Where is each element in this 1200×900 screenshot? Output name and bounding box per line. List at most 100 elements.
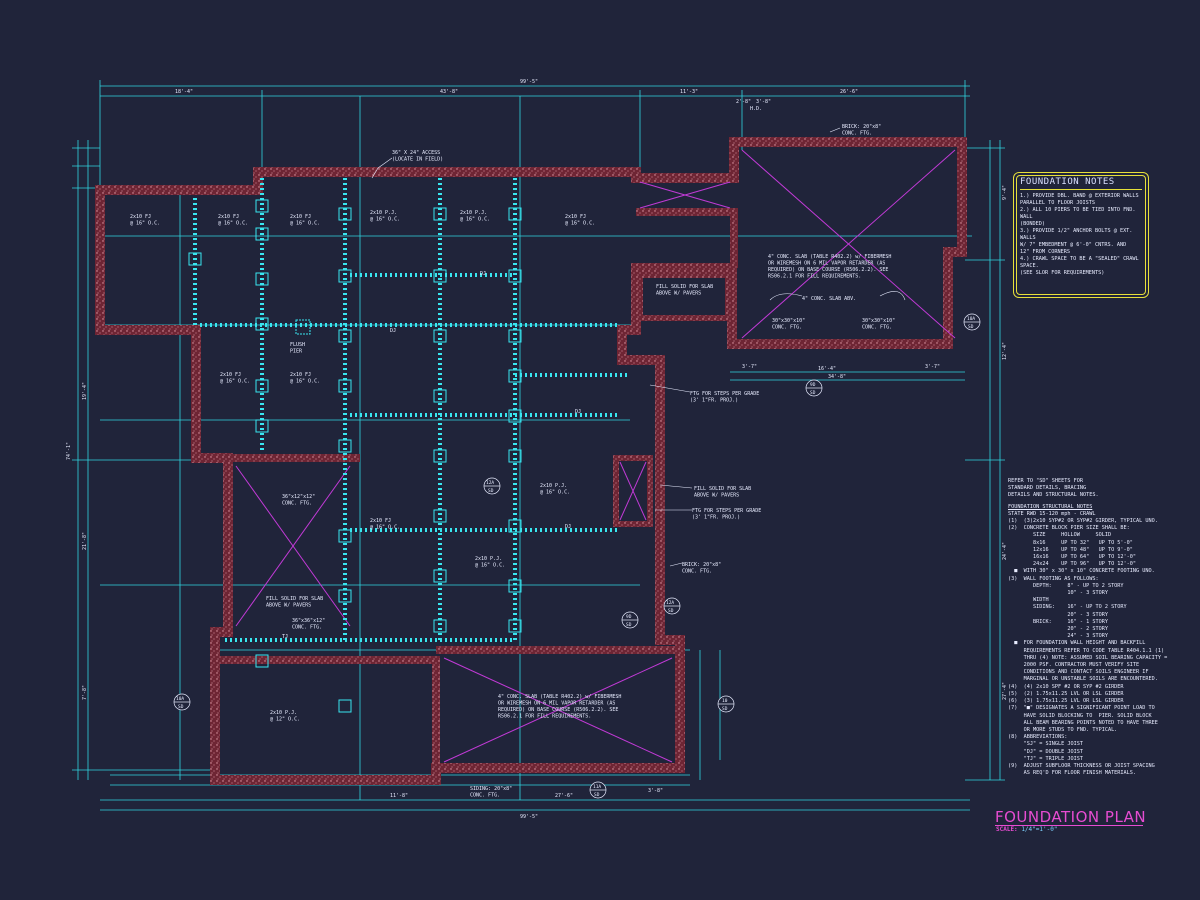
dim-mid-2: 34'-8"	[828, 374, 846, 380]
structural-note-line: (1) (3)2x10 SYP#2 OR SYP#2 GIRDER, TYPIC…	[1008, 518, 1158, 525]
structural-note-line: 12x16 UP TO 48" UP TO 9'-0"	[1008, 546, 1133, 553]
structural-note-line: "TJ" = TRIPLE JOIST	[1008, 755, 1083, 762]
structural-note-line: ALL BEAM BEARING POINTS NOTED TO HAVE TH…	[1008, 719, 1158, 726]
joist-label: 2x10 P.J.@ 16" O.C.	[475, 556, 505, 569]
dim-bottom-2: 27'-6"	[555, 793, 573, 799]
structural-note-line: OR MORE STUDS TO FND. TYPICAL.	[1008, 726, 1118, 733]
double-joist-label: DJ	[390, 328, 396, 334]
structural-note-line: REQUIREMENTS REFER TO CODE TABLE R404.1.…	[1008, 647, 1165, 654]
structural-note-line: (6) (3) 1.75x11.25 LVL OR LSL GIRDER	[1008, 698, 1124, 705]
svg-text:SD: SD	[626, 622, 632, 628]
double-joist-label: DJ	[565, 524, 571, 530]
foundation-note: 3.) PROVIDE 1/2" ANCHOR BOLTS @ EXT. WAL…	[1020, 228, 1133, 241]
foundation-note: W/ 7" EMBEDMENT @ 6'-0" CNTRS. AND	[1020, 242, 1127, 248]
footing-left-label: 30"x30"x10"CONC. FTG.	[772, 318, 805, 331]
plan-scale: SCALE: 1/4"=1'-0"	[996, 826, 1057, 833]
structural-note-line: CONDITIONS AND CONTACT SOILS ENGINEER IF	[1008, 669, 1149, 676]
dim-right-3: 24'-4"	[1002, 542, 1008, 560]
joist-label: 2x10 P.J.@ 16" O.C.	[540, 483, 570, 496]
slab-x-marks	[235, 149, 956, 763]
hold-down-label: H.D.	[750, 106, 762, 112]
joist-label: 2x10 FJ@ 16" O.C.	[218, 214, 248, 227]
svg-text:12A: 12A	[666, 600, 674, 606]
dim-top-1: 18'-4"	[175, 89, 193, 95]
structural-note-line: MARGINAL OR UNSTABLE SOILS ARE ENCOUNTER…	[1008, 676, 1158, 683]
dim-mid-1: 16'-4"	[818, 366, 836, 372]
dim-overall-bottom: 99'-5"	[520, 814, 538, 820]
leader-lines	[371, 127, 906, 567]
structural-refer-note: REFER TO "SD" SHEETS FOR STANDARD DETAIL…	[1008, 478, 1099, 499]
ftg-steps-label: FTG FOR STEPS PER GRADE(3' 1"FR. PROJ.)	[690, 391, 759, 404]
structural-note-line: (9) ADJUST SUBFLOOR THICKNESS OR JOIST S…	[1008, 762, 1155, 769]
structural-notes-title: FOUNDATION STRUCTURAL NOTES	[1008, 503, 1093, 510]
dim-right-1: 9'-4"	[1002, 185, 1008, 200]
scale-value: 1/4"=1'-0"	[1021, 826, 1058, 833]
foundation-notes-box: FOUNDATION NOTES 1.) PROVIDE DBL. BAND @…	[1013, 172, 1149, 298]
footing-right-label: 30"x30"x10"CONC. FTG.	[862, 318, 895, 331]
structural-note-line: SIZE HOLLOW SOLID	[1008, 532, 1112, 539]
dim-left-2: 21'-8"	[82, 532, 88, 550]
structural-note-line: ■ WITH 30" x 30" x 10" CONCRETE FOOTING …	[1008, 568, 1155, 575]
dim-mid-4: 3'-7"	[925, 364, 940, 370]
dim-top-3: 11'-3"	[680, 89, 698, 95]
dim-top-small-2: 3'-8"	[756, 99, 771, 105]
slab-bottom-label: 4" CONC. SLAB (TABLE R402.2) w/ FIBERMES…	[498, 694, 621, 720]
svg-text:9D: 9D	[810, 382, 816, 388]
brick-mid-label: BRICK: 20"x8"CONC. FTG.	[682, 562, 721, 575]
scale-label: SCALE:	[996, 826, 1018, 833]
dim-top-4: 26'-6"	[840, 89, 858, 95]
joist-label: 2x10 P.J.@ 16" O.C.	[370, 210, 400, 223]
section-marker: 10A SD	[173, 693, 191, 711]
foundation-walls	[95, 137, 967, 785]
double-joist-label: DJ	[575, 409, 581, 415]
dim-mid-3: 3'-7"	[742, 364, 757, 370]
structural-note-line: 8x16 UP TO 32" UP TO 5'-0"	[1008, 539, 1133, 546]
girders	[193, 178, 630, 642]
foundation-note: (BONDED)	[1020, 221, 1045, 227]
brick-bottom-label: SIDING: 20"x8"CONC. FTG.	[470, 786, 512, 799]
access-label: 36" X 24" ACCESS(LOCATE IN FIELD)	[392, 150, 443, 163]
dim-right-4: 27'-4"	[1002, 682, 1008, 700]
dim-top-2: 43'-8"	[440, 89, 458, 95]
structural-notes-list: (1) (3)2x10 SYP#2 OR SYP#2 GIRDER, TYPIC…	[1008, 518, 1167, 777]
svg-text:9D: 9D	[626, 614, 632, 620]
joist-labels: 2x10 FJ@ 16" O.C. 2x10 FJ@ 16" O.C. 2x10…	[130, 106, 762, 723]
structural-notes: REFER TO "SD" SHEETS FOR STANDARD DETAIL…	[1008, 478, 1167, 777]
joist-label: 2x10 P.J.@ 12" O.C.	[270, 710, 300, 723]
structural-note-line: HAVE SOLID BLOCKING TO PIER. SOLID BLOCK	[1008, 712, 1152, 719]
foundation-note: (SEE SLOR FOR REQUIREMENTS)	[1020, 270, 1105, 276]
plan-title: FOUNDATION PLAN	[995, 808, 1147, 826]
slab-above-label: 4" CONC. SLAB ABV.	[802, 296, 856, 302]
joist-label: 2x10 FJ@ 16" O.C.	[220, 372, 250, 385]
joist-label: 2x10 FJ@ 16" O.C.	[565, 214, 595, 227]
structural-note-line: SIDING: 16" - UP TO 2 STORY	[1008, 604, 1127, 611]
structural-note-line: (4) (4) 2x10 SPF #2 OR SYP #2 GIRDER	[1008, 683, 1124, 690]
svg-text:SD: SD	[968, 324, 974, 330]
structural-notes-subtitle: STATE RWD 15-120 mph - CRAWL	[1008, 510, 1096, 517]
dim-left-1: 19'-4"	[82, 382, 88, 400]
section-marker: 9D SD	[621, 611, 639, 629]
svg-text:10: 10	[722, 698, 728, 704]
structural-note-line: 16x16 UP TO 64" UP TO 12'-0"	[1008, 554, 1137, 561]
svg-text:SD: SD	[594, 792, 600, 798]
joist-label: 2x10 FJ@ 16" O.C.	[290, 372, 320, 385]
svg-text:10A: 10A	[176, 696, 184, 702]
dim-overall-top: 99'-5"	[520, 79, 538, 85]
svg-text:SD: SD	[178, 704, 184, 710]
svg-text:SD: SD	[668, 608, 674, 614]
dim-left-overall: 74'-1"	[66, 442, 72, 460]
dimension-labels: 99'-5" 99'-5" 18'-4" 43'-8" 11'-3" 26'-6…	[66, 79, 1008, 820]
structural-note-line: DEPTH: 8" - UP TO 2 STORY	[1008, 582, 1124, 589]
dim-bottom-3: 3'-8"	[648, 788, 663, 794]
piers	[188, 199, 522, 713]
structural-note-line: 20" - 2 STORY	[1008, 626, 1108, 633]
ftg-steps-mid-label: FTG FOR STEPS PER GRADE(3' 1"FR. PROJ.)	[692, 508, 761, 521]
